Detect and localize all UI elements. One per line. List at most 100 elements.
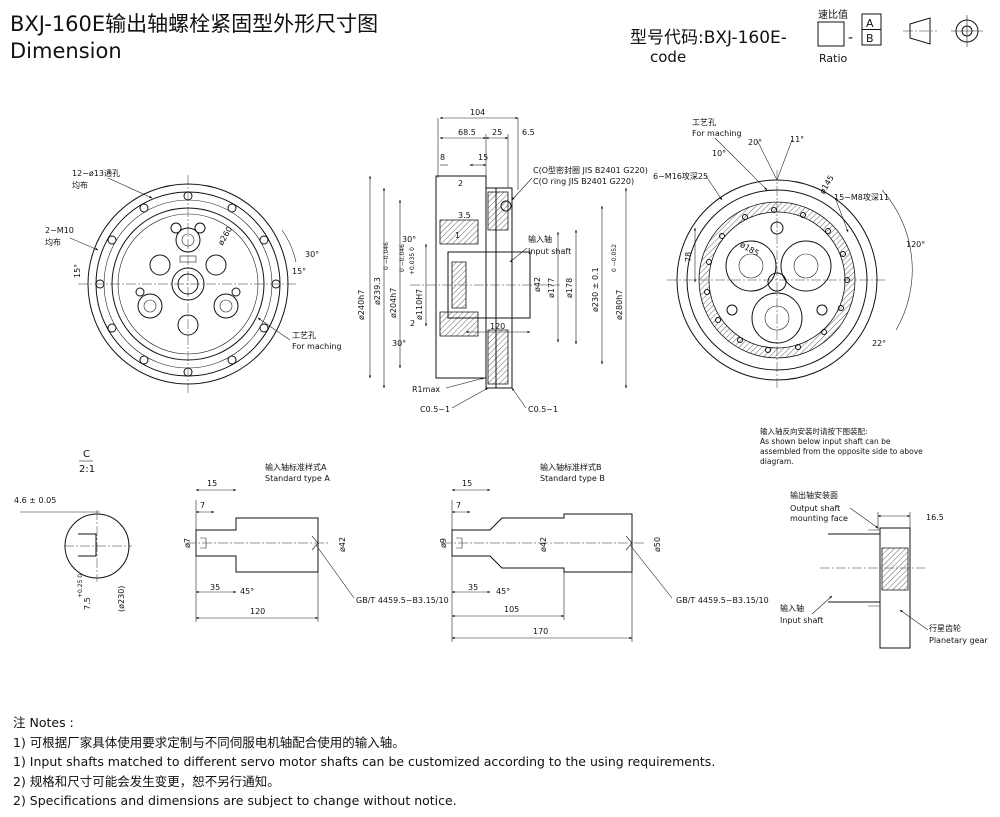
shaft-a-title-cn: 输入轴标准样式A: [265, 462, 327, 472]
m10-label: 2−M10: [45, 226, 74, 235]
m10-label-2: 均布: [45, 237, 61, 247]
detail-c-scale: 2:1: [79, 464, 95, 475]
shaft-a-d7: 7: [200, 501, 205, 510]
ratio-cn: 速比值: [818, 8, 848, 21]
reverse-note-cn: 输入轴反向安装时请按下图装配:: [760, 426, 868, 436]
detail-c-label: C: [83, 449, 90, 460]
input-shaft-cn: 输入轴: [528, 234, 552, 244]
holes-label: 12−ø13通孔: [72, 168, 120, 178]
m8-holes: [704, 207, 850, 353]
shaft-b-d170: 170: [533, 627, 548, 636]
shaft-b-d15: 15: [462, 479, 472, 488]
box-a: A: [866, 17, 874, 30]
ratio-en: Ratio: [819, 52, 848, 65]
dia-178: ø178: [565, 278, 574, 298]
shaft-b-dia42: ø42: [539, 537, 548, 552]
seal-en: C(O ring JIS B2401 G220): [533, 177, 634, 186]
detail-d46: 4.6 ± 0.05: [14, 496, 56, 505]
dim-16-5: 16.5: [926, 513, 944, 522]
shaft-b-dia50: ø50: [653, 537, 662, 552]
reverse-note-en1: As shown below input shaft can be: [760, 437, 891, 446]
shaft-b-title-en: Standard type B: [540, 474, 605, 483]
reverse-note-en3: diagram.: [760, 457, 794, 466]
c05-right: C0.5~1: [528, 405, 558, 414]
seal-cn: C(O型密封圈 JIS B2401 G220): [533, 165, 648, 175]
mount-en2: mounting face: [790, 514, 848, 523]
title-en: Dimension: [10, 39, 122, 63]
dia-240-tol: 0 −0.046: [399, 244, 406, 272]
shaft-type-a: 输入轴标准样式A Standard type A 15 7 ø7 ø42 35 …: [183, 462, 449, 622]
angle-15b: 15°: [292, 267, 306, 276]
dim-30a: 30°: [402, 235, 416, 244]
shaft-a-title-en: Standard type A: [265, 474, 330, 483]
model-code-en: code: [650, 48, 686, 66]
reverse-input-en: Input shaft: [780, 616, 823, 625]
reverse-install: 输入轴反向安装时请按下图装配: As shown below input sha…: [760, 426, 988, 649]
dim-1: 1: [455, 231, 460, 240]
shaft-b-d7: 7: [456, 501, 461, 510]
rear-process-en: For maching: [692, 129, 742, 138]
process-hole-cn: 工艺孔: [292, 331, 316, 340]
dim-6-5: 6.5: [522, 128, 535, 137]
angle-15a: 15°: [73, 264, 82, 278]
note-2-cn: 2) 规格和尺寸可能会发生变更，恕不另行通知。: [13, 773, 280, 789]
c05-left: C0.5~1: [420, 405, 450, 414]
planetary-gear-en: Planetary gear: [929, 636, 988, 645]
angle-120: 120°: [906, 240, 925, 249]
dia-260: ø260: [216, 225, 234, 247]
dia-280: ø280h7: [615, 290, 624, 320]
dia-204-tol: 0 −0.046: [383, 242, 390, 270]
dim-8: 8: [440, 153, 445, 162]
rear-view: 工艺孔 For maching 20° 11° 10° 6−M16攻深25 ø1…: [653, 118, 925, 390]
planetary-gear-cn: 行星齿轮: [929, 623, 961, 633]
shaft-a-std: GB/T 4459.5−B3.15/10: [356, 596, 449, 605]
shaft-a-dia42: ø42: [338, 537, 347, 552]
model-code-label: 型号代码:BXJ-160E-: [630, 28, 787, 48]
through-holes: [95, 191, 281, 377]
notes-heading: 注 Notes :: [13, 715, 74, 730]
detail-c: C 2:1 4.6 ± 0.05 7.5 +0.25 0 (ø230): [14, 449, 132, 612]
shaft-a-d15: 15: [207, 479, 217, 488]
dia-110-tol: +0.035 0: [409, 247, 416, 275]
notes: 注 Notes : 1) 可根据厂家具体使用要求定制与不同伺服电机轴配合使用的输…: [13, 713, 973, 811]
dim-104: 104: [470, 108, 485, 117]
dim-15: 15: [478, 153, 488, 162]
shaft-b-title-cn: 输入轴标准样式B: [540, 462, 602, 472]
dia-230: ø230 ± 0.1: [591, 267, 600, 312]
dash: -: [848, 30, 853, 46]
shaft-b-dia9: ø9: [439, 538, 448, 548]
angle-10: 10°: [712, 149, 726, 158]
dia-42: ø42: [533, 277, 542, 292]
angle-30: 30°: [305, 250, 319, 259]
angle-11: 11°: [790, 135, 804, 144]
dim-30b: 30°: [392, 339, 406, 348]
detail-d75-tol: +0.25 0: [77, 574, 84, 598]
dia-239: ø239.3: [373, 277, 382, 305]
angle-20: 20°: [748, 138, 762, 147]
dim-2a: 2: [458, 179, 463, 188]
detail-d75: 7.5: [83, 597, 92, 610]
dim-68-5: 68.5: [458, 128, 476, 137]
shaft-b-d105: 105: [504, 605, 519, 614]
dia-204: ø204h7: [389, 288, 398, 318]
angle-22: 22°: [872, 339, 886, 348]
reverse-input-cn: 输入轴: [780, 603, 804, 613]
front-view: 12−ø13通孔 均布 2−M10 均布 15° 30° 15° ø260 工艺…: [45, 168, 342, 394]
section-view: 104 68.5 25 6.5 8 15 2 3.5 1 30° 2 30° 1…: [357, 108, 648, 414]
projection-symbol-icon: [903, 15, 983, 47]
shaft-a-d120: 120: [250, 607, 265, 616]
m8-label: 15−M8攻深11: [834, 192, 889, 202]
shaft-b-d35: 35: [468, 583, 478, 592]
m16-label: 6−M16攻深25: [653, 171, 708, 181]
dia-110: ø110H7: [415, 289, 424, 320]
note-1-cn: 1) 可根据厂家具体使用要求定制与不同伺服电机轴配合使用的输入轴。: [13, 734, 405, 750]
shaft-a-d35: 35: [210, 583, 220, 592]
mount-en1: Output shaft: [790, 504, 840, 513]
dia-177: ø177: [547, 278, 556, 298]
dim-2b: 2: [410, 319, 415, 328]
rear-process-cn: 工艺孔: [692, 118, 716, 127]
holes-label-2: 均布: [72, 180, 88, 190]
dim-120: 120: [490, 322, 505, 331]
shaft-a-angle45: 45°: [240, 587, 254, 596]
